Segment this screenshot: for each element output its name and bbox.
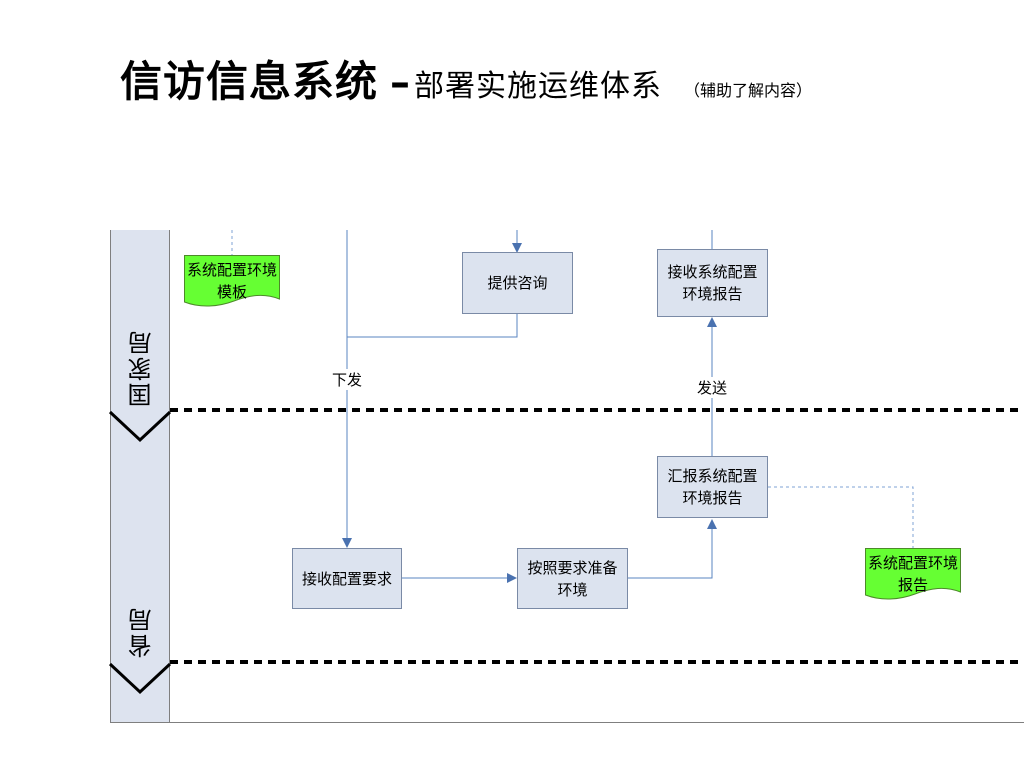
process-box-summarize-report[interactable]: 汇报系统配置环境报告 (657, 456, 768, 518)
document-config-report-label: 系统配置环境报告 (867, 554, 958, 594)
process-box-receive-config-label: 接收配置要求 (301, 569, 392, 588)
document-config-report-shape (865, 548, 961, 600)
title-dash: – (390, 60, 411, 106)
process-box-summarize-report-label: 汇报系统配置环境报告 (667, 467, 758, 507)
lane-separator-province (108, 660, 1024, 695)
document-config-template-label: 系统配置环境模板 (186, 261, 277, 301)
title-note: （辅助了解内容） (684, 81, 813, 100)
lane-separator-national (108, 408, 1024, 443)
swimlane-bottom-border (110, 722, 1024, 723)
send-label: 发送 (696, 377, 729, 398)
swimlane-header-strip (110, 230, 170, 723)
issue-label: 下发 (331, 369, 364, 390)
title-main: 信访信息系统 (120, 57, 379, 106)
process-box-receive-report-label: 接收系统配置环境报告 (667, 263, 758, 303)
title-subtitle: 部署实施运维体系 (414, 69, 663, 104)
process-box-consult[interactable]: 提供咨询 (462, 252, 573, 314)
process-box-receive-report[interactable]: 接收系统配置环境报告 (657, 249, 768, 317)
process-box-prepare-env-label: 按照要求准备环境 (527, 558, 618, 599)
process-box-receive-config[interactable]: 接收配置要求 (292, 548, 402, 609)
process-box-consult-label: 提供咨询 (487, 274, 548, 292)
page-title: 信访信息系统 – 部署实施运维体系 （辅助了解内容） (120, 48, 812, 109)
document-config-report[interactable]: 系统配置环境报告 (865, 548, 961, 602)
consult-connector (347, 314, 518, 338)
prepare-to-summarize-connector (628, 519, 717, 579)
document-config-template[interactable]: 系统配置环境模板 (184, 255, 280, 309)
report-link-line (768, 486, 914, 548)
document-config-template-shape (184, 255, 280, 307)
process-box-prepare-env[interactable]: 按照要求准备环境 (517, 548, 628, 609)
